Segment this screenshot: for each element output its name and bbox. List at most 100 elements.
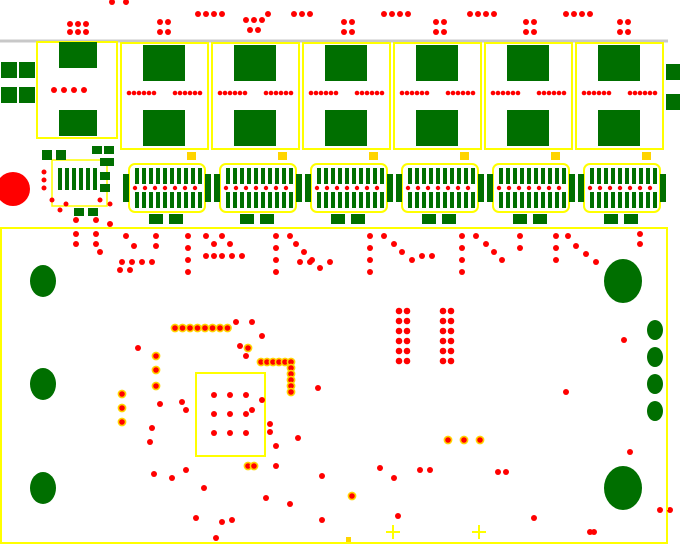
bottom-pad — [260, 214, 274, 224]
via — [273, 463, 279, 469]
via — [341, 19, 347, 25]
via — [459, 233, 465, 239]
driver-pin — [289, 192, 293, 208]
controller-cluster — [41, 146, 114, 216]
driver-pin — [268, 168, 272, 184]
via — [467, 11, 473, 17]
driver-side-pad — [660, 174, 666, 202]
via — [211, 253, 217, 259]
via — [427, 467, 433, 473]
signal-pad — [459, 435, 469, 445]
driver-pin — [618, 192, 622, 208]
via — [617, 19, 623, 25]
via — [571, 11, 577, 17]
via — [505, 90, 511, 96]
via — [229, 253, 235, 259]
via — [334, 185, 340, 191]
via — [647, 185, 653, 191]
mounting-hole — [604, 466, 642, 510]
driver-pin — [226, 168, 230, 184]
via — [324, 185, 330, 191]
via — [315, 385, 321, 391]
via — [517, 245, 523, 251]
board-outline — [0, 227, 668, 544]
via — [447, 327, 455, 335]
driver-pin — [422, 192, 426, 208]
driver-side-pad — [123, 174, 129, 202]
pin1-marker — [278, 152, 287, 160]
bottom-pad — [513, 214, 527, 224]
via — [455, 90, 461, 96]
driver-pin — [534, 168, 538, 184]
signal-pad — [151, 351, 161, 361]
via — [185, 269, 191, 275]
via — [126, 90, 132, 96]
driver-pin — [261, 192, 265, 208]
via — [536, 185, 542, 191]
driver-pin — [464, 168, 468, 184]
via — [439, 337, 447, 345]
via — [506, 185, 512, 191]
driver-pin — [499, 192, 503, 208]
via — [341, 29, 347, 35]
via — [301, 249, 307, 255]
driver-pin — [373, 192, 377, 208]
via — [195, 11, 201, 17]
via — [369, 90, 375, 96]
via — [265, 11, 271, 17]
via — [131, 243, 137, 249]
bottom-pad — [331, 214, 345, 224]
via-grids — [395, 307, 455, 365]
via — [625, 29, 631, 35]
via — [327, 259, 333, 265]
driver-pin — [163, 168, 167, 184]
via — [367, 257, 373, 263]
via — [531, 515, 537, 521]
via — [157, 29, 163, 35]
mosfet-pad — [598, 45, 640, 81]
via — [354, 185, 360, 191]
via — [642, 90, 648, 96]
via — [83, 21, 89, 27]
via — [107, 221, 113, 227]
via — [132, 185, 138, 191]
power-stage — [484, 42, 575, 224]
via — [495, 90, 501, 96]
via — [460, 90, 466, 96]
via — [591, 90, 597, 96]
via — [593, 259, 599, 265]
via — [503, 469, 509, 475]
via — [429, 253, 435, 259]
via — [119, 259, 125, 265]
via — [425, 185, 431, 191]
via — [149, 425, 155, 431]
driver-pin — [170, 168, 174, 184]
driver-pin — [436, 192, 440, 208]
driver-pin — [268, 192, 272, 208]
pin1-marker — [642, 152, 651, 160]
via — [67, 21, 73, 27]
bottom-marker — [346, 537, 351, 542]
via — [299, 11, 305, 17]
via — [399, 249, 405, 255]
via — [267, 421, 273, 427]
via — [93, 231, 99, 237]
signal-pad — [243, 343, 253, 353]
power-stage — [575, 42, 666, 224]
via — [242, 90, 248, 96]
driver-pin — [527, 192, 531, 208]
via — [523, 29, 529, 35]
via — [213, 535, 219, 541]
driver-pin — [191, 168, 195, 184]
via — [490, 90, 496, 96]
via — [483, 241, 489, 247]
via — [465, 185, 471, 191]
driver-pin — [408, 192, 412, 208]
input-module — [36, 41, 118, 139]
signal-pad — [475, 435, 485, 445]
driver-pin — [191, 192, 195, 208]
via — [287, 233, 293, 239]
via — [123, 233, 129, 239]
via — [367, 233, 373, 239]
